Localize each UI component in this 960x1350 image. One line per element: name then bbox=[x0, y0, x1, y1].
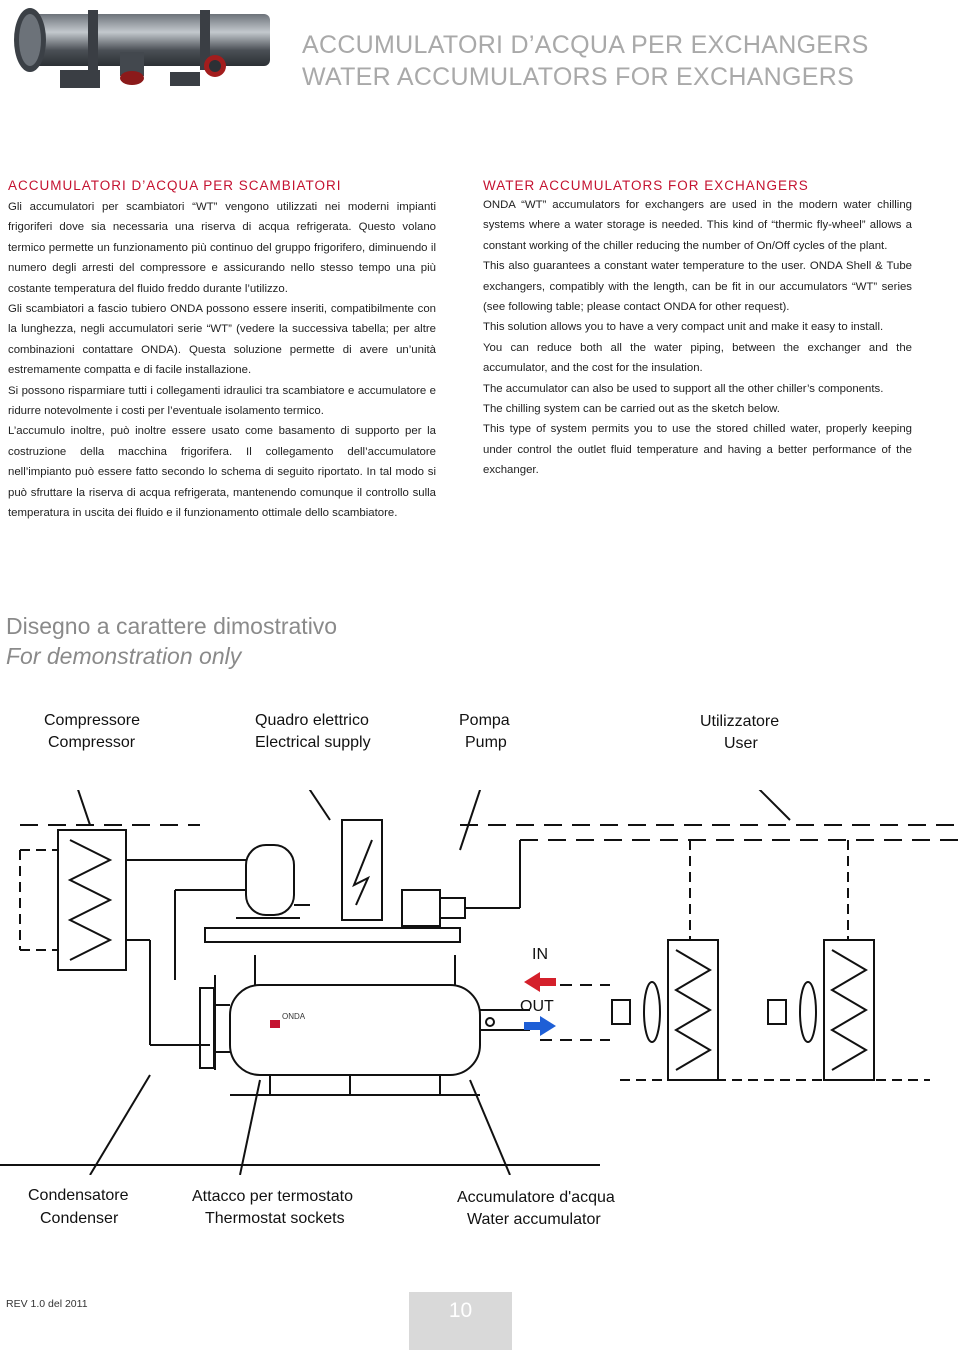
onda-logo-mark bbox=[270, 1020, 280, 1028]
label-condenser-it: Condensatore bbox=[28, 1187, 129, 1204]
label-user-en: User bbox=[724, 735, 758, 752]
label-electrical-it: Quadro elettrico bbox=[255, 712, 369, 729]
header-title-it: ACCUMULATORI D’ACQUA PER EXCHANGERS bbox=[302, 31, 869, 59]
label-thermostat-en: Thermostat sockets bbox=[205, 1210, 345, 1227]
system-schematic bbox=[0, 790, 960, 1175]
page-number: 10 bbox=[448, 1299, 473, 1322]
label-condenser-en: Condenser bbox=[40, 1210, 119, 1227]
paragraph: ONDA “WT” accumulators for exchangers ar… bbox=[483, 199, 912, 252]
label-compressor-it: Compressore bbox=[44, 712, 141, 729]
section-title-it: ACCUMULATORI D’ACQUA PER SCAMBIATORI bbox=[8, 178, 342, 193]
page-number-box bbox=[409, 1292, 512, 1350]
label-accumulator-it: Accumulatore d'acqua bbox=[457, 1189, 615, 1206]
tank-brand-label: ONDA bbox=[282, 1012, 306, 1021]
paragraph: This type of system permits you to use t… bbox=[483, 423, 912, 477]
out-arrow-icon bbox=[524, 1016, 556, 1036]
in-arrow-icon bbox=[524, 972, 556, 992]
label-accumulator-en: Water accumulator bbox=[467, 1211, 601, 1228]
revision-label: REV 1.0 del 2011 bbox=[6, 1298, 88, 1310]
paragraph: This also guarantees a constant water te… bbox=[483, 260, 912, 314]
label-thermostat-it: Attacco per termostato bbox=[192, 1188, 353, 1205]
paragraph: Si possono risparmiare tutti i collegame… bbox=[8, 384, 436, 418]
text-column-en: ONDA “WT” accumulators for exchangers ar… bbox=[483, 195, 912, 481]
paragraph: The accumulator can also be used to supp… bbox=[483, 382, 884, 395]
demo-caption-en: For demonstration only bbox=[6, 643, 242, 669]
label-electrical-en: Electrical supply bbox=[255, 734, 371, 751]
demo-caption-it: Disegno a carattere dimostrativo bbox=[6, 613, 338, 639]
paragraph: This solution allows you to have a very … bbox=[483, 321, 884, 334]
paragraph: You can reduce both all the water piping… bbox=[483, 341, 912, 375]
header-title-en: WATER ACCUMULATORS FOR EXCHANGERS bbox=[302, 63, 855, 91]
text-column-it: Gli accumulatori per scambiatori “WT” ve… bbox=[8, 197, 436, 524]
label-out: OUT bbox=[520, 998, 554, 1015]
label-user-it: Utilizzatore bbox=[700, 713, 780, 730]
paragraph: Gli accumulatori per scambiatori “WT” ve… bbox=[8, 201, 436, 295]
label-compressor-en: Compressor bbox=[48, 734, 136, 751]
section-title-en: WATER ACCUMULATORS FOR EXCHANGERS bbox=[483, 178, 809, 193]
label-pump-en: Pump bbox=[465, 734, 507, 751]
label-pump-it: Pompa bbox=[459, 712, 510, 729]
paragraph: L’accumulo inoltre, può inoltre essere u… bbox=[8, 425, 436, 520]
paragraph: Gli scambiatori a fascio tubiero ONDA po… bbox=[8, 303, 436, 377]
label-in: IN bbox=[532, 946, 548, 963]
accumulator-product-image bbox=[0, 0, 290, 110]
paragraph: The chilling system can be carried out a… bbox=[483, 403, 780, 416]
